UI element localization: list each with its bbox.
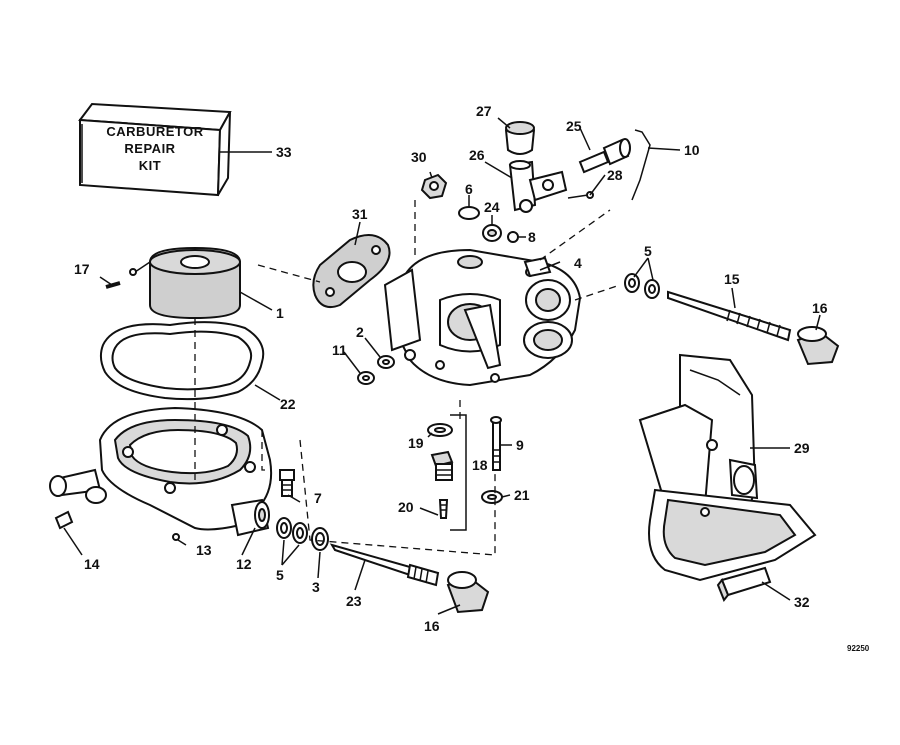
callout-20: 20 (398, 499, 414, 515)
throttle-lever (508, 160, 568, 213)
low-speed-needle (667, 290, 792, 342)
callout-28: 28 (607, 167, 623, 183)
washer-and-ball (482, 224, 519, 243)
callout-21: 21 (514, 487, 530, 503)
repair-kit-box: CARBURETOR REPAIR KIT (78, 102, 232, 197)
callout-5-lower: 5 (276, 567, 284, 583)
callout-8: 8 (528, 229, 536, 245)
callout-17: 17 (74, 261, 90, 277)
callout-26: 26 (469, 147, 485, 163)
callout-13: 13 (196, 542, 212, 558)
packing-nut-upper (796, 326, 840, 366)
callout-18: 18 (472, 457, 488, 473)
intake-housing (638, 353, 817, 582)
callout-29: 29 (794, 440, 810, 456)
callout-22: 22 (280, 396, 296, 412)
needle-washers (276, 517, 329, 551)
check-ball (172, 533, 180, 541)
packing-nut-lower (446, 571, 490, 614)
callout-19: 19 (408, 435, 424, 451)
callout-3: 3 (312, 579, 320, 595)
callout-16-upper: 16 (812, 300, 828, 316)
callout-15: 15 (724, 271, 740, 287)
callout-11: 11 (332, 342, 347, 358)
callout-31: 31 (352, 206, 368, 222)
welch-plug (458, 206, 480, 220)
callout-12: 12 (236, 556, 252, 572)
drawing-number: 92250 (847, 644, 870, 653)
nozzle-cap (504, 121, 536, 155)
callout-5-upper: 5 (644, 243, 652, 259)
kit-label-line-2: REPAIR (124, 141, 175, 156)
flange-gasket (312, 234, 391, 308)
callout-1: 1 (276, 305, 284, 321)
adjusting-screw (578, 138, 631, 174)
callout-14: 14 (84, 556, 100, 572)
carburetor-body (383, 248, 582, 387)
callout-23: 23 (346, 593, 362, 609)
callout-16-lower: 16 (424, 618, 440, 634)
float-bowl (49, 406, 273, 537)
float (129, 246, 241, 320)
float-pin (105, 281, 121, 289)
kit-label-line-3: KIT (139, 158, 161, 173)
callout-24: 24 (484, 199, 500, 215)
fuel-inlet-plug (54, 510, 74, 530)
nut (420, 173, 448, 200)
callout-27: 27 (476, 103, 492, 119)
jet-parts (427, 416, 503, 519)
needle-washers-upper (624, 273, 660, 299)
lever-screw (567, 191, 594, 199)
callout-32: 32 (794, 594, 810, 610)
bowl-gasket (99, 321, 265, 401)
callout-4: 4 (574, 255, 582, 271)
callout-numbers: 33 1 17 22 14 13 12 7 5 3 23 16 31 2 11 … (74, 103, 870, 653)
callout-25: 25 (566, 118, 582, 134)
callout-9: 9 (516, 437, 524, 453)
leader-lines (63, 117, 821, 615)
callout-7: 7 (314, 490, 322, 506)
screw-and-washer (357, 355, 395, 385)
link-rod (631, 129, 651, 201)
bowl-screw (279, 469, 295, 497)
callout-33: 33 (276, 144, 292, 160)
callout-6: 6 (465, 181, 473, 197)
reed-block (716, 566, 772, 602)
callout-10: 10 (684, 142, 700, 158)
high-speed-needle (329, 543, 440, 587)
callout-2: 2 (356, 324, 364, 340)
assembly-lines (194, 200, 621, 556)
kit-label-line-1: CARBURETOR (106, 124, 203, 139)
callout-30: 30 (411, 149, 427, 165)
